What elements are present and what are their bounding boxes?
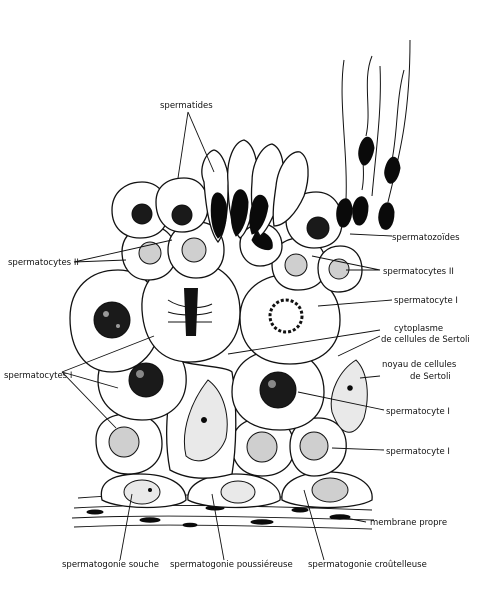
spermatogonie-souche-cell <box>100 473 187 509</box>
label-spermatocytes-II-right: spermatocytes II <box>383 267 454 277</box>
label-spermatogonie-poussiereuse: spermatogonie poussiéreuse <box>170 559 293 570</box>
label-spermatocytes-I-left: spermatocytes I <box>4 371 72 381</box>
spermatogonie-poussiereuse-cell <box>187 473 281 509</box>
label-spermatozoides: spermatozoïdes <box>392 233 460 243</box>
label-noyau-line2: de Sertoli <box>410 372 451 382</box>
sertoli-cell-right <box>330 359 368 433</box>
label-noyau-line1: noyau de cellules <box>382 360 457 370</box>
spermatocyte-I-large-right <box>239 273 341 365</box>
label-cytoplasme-line1: cytoplasme <box>394 324 443 334</box>
spermatocyte-II-right-a <box>271 237 327 291</box>
label-spermatogonie-souche: spermatogonie souche <box>62 560 159 570</box>
spermatocyte-I-large-left <box>69 269 161 373</box>
round-spermatid-left-a <box>111 181 169 239</box>
labels: spermatides spermatozoïdes spermatocytes… <box>4 101 470 570</box>
label-spermatocyte-I-upper: spermatocyte I <box>394 296 458 306</box>
label-spermatocyte-I-mid: spermatocyte I <box>386 407 450 417</box>
spermatocyte-II-right-b <box>317 245 363 293</box>
label-spermatocytes-II-left: spermatocytes II <box>8 258 79 268</box>
spermatocyte-II-left-b <box>167 221 225 279</box>
spermatocyte-I-metaphase <box>141 261 241 363</box>
label-spermatogonie-croutelleuse: spermatogonie croûtelleuse <box>308 560 427 570</box>
label-spermatides: spermatides <box>160 101 213 111</box>
round-spermatid-left-b <box>155 177 209 233</box>
spermatozoa <box>336 39 411 230</box>
leader-lines <box>61 111 393 561</box>
elongating-spermatids <box>201 139 309 244</box>
spermatogonie-croutelleuse-cell <box>281 471 373 509</box>
spermatocyte-I-mid-right <box>231 349 325 431</box>
label-membrane-propre: membrane propre <box>370 518 447 528</box>
label-spermatocyte-I-low: spermatocyte I <box>386 447 450 457</box>
spermatocyte-I-lower-right <box>289 417 347 477</box>
label-cytoplasme-line2: de cellules de Sertoli <box>381 335 470 345</box>
round-spermatid-mid <box>239 223 283 267</box>
spermatocyte-I-lower-left <box>95 413 163 475</box>
